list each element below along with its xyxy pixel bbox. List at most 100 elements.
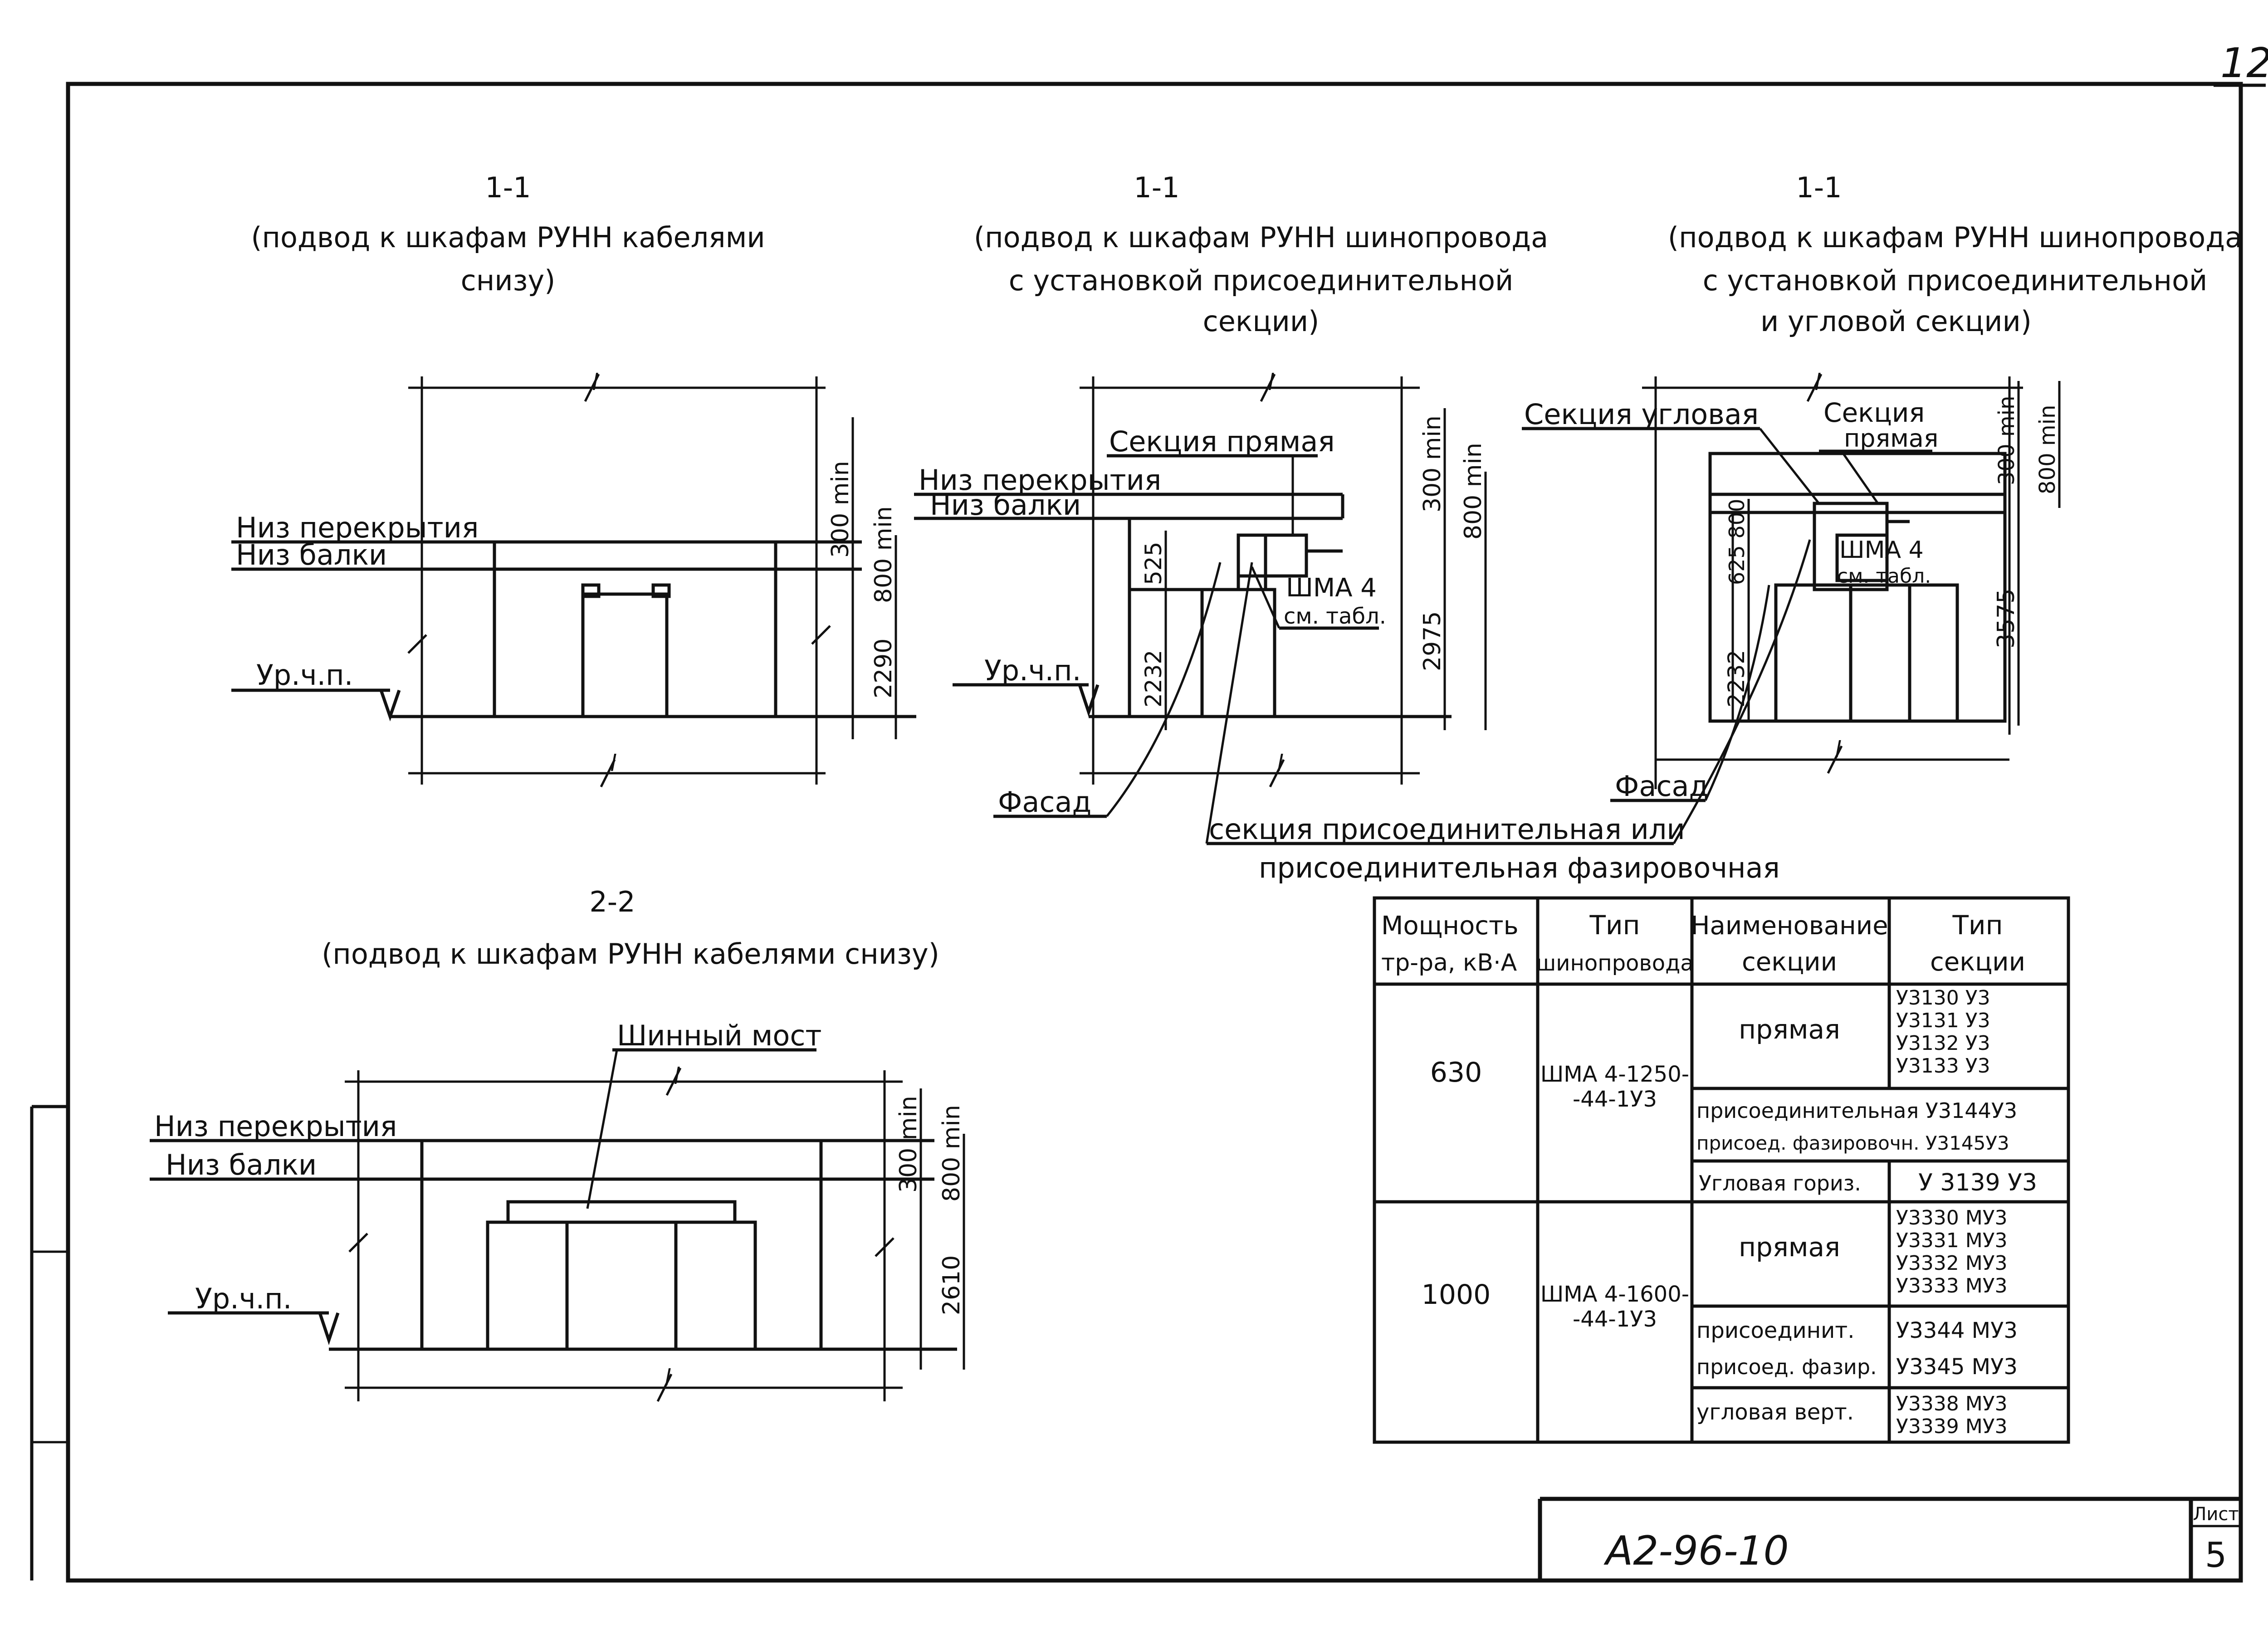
view-3-caption-3: и угловой секции) <box>1760 305 2032 338</box>
v2-facade-label: Фасад <box>998 785 1091 819</box>
v3-l-bottom: l <box>1835 737 1841 763</box>
v1-cabinet-inner <box>581 592 669 718</box>
v3-facade-leader <box>1704 585 1770 801</box>
table-g1-r4-name: Угловая гориз. <box>1699 1171 1861 1195</box>
sheet-label: Лист <box>2193 1504 2239 1525</box>
table-g1-power: 630 <box>1430 1057 1482 1088</box>
table-header-section-type-1: Тип <box>1952 910 2003 941</box>
table-g2-r1-name: прямая <box>1739 1232 1840 1263</box>
table-g2-r2-name: присоединит. <box>1696 1318 1855 1343</box>
v4-l-top: l <box>674 1063 680 1089</box>
v4-break-right <box>875 1237 894 1257</box>
table-g2-r4-type-1: У3338 МУ3 <box>1896 1392 2008 1415</box>
table-g2-r3-name: присоед. фазир. <box>1696 1355 1877 1379</box>
v4-bus-bridge-label: Шинный мост <box>617 1019 822 1052</box>
v4-dim-300: 300 min <box>895 1096 922 1193</box>
connection-note-line-1: секция присоединительная или <box>1209 813 1685 846</box>
v4-break-top <box>665 1067 682 1096</box>
v2-dim-300: 300 min <box>1419 415 1446 512</box>
connection-note-leader-2 <box>1672 539 1811 844</box>
v1-cabinet-lug-right <box>651 583 671 598</box>
connection-note-line-2: присоединительная фазировочная <box>1259 851 1780 884</box>
v4-floor-arrow <box>318 1312 340 1346</box>
v2-floor-arrow <box>1078 684 1100 717</box>
v3-corner-label: Секция угловая <box>1524 398 1759 431</box>
v2-floor-label: Ур.ч.п. <box>984 654 1081 687</box>
view-1-title: 1-1 <box>485 171 531 204</box>
section-type-table: Мощность тр-ра, кВ·А Тип шинопровода Наи… <box>1373 896 2070 1444</box>
v1-break-right <box>811 625 831 645</box>
table-g1-r2-name: присоединительная У3144У3 <box>1696 1098 2017 1123</box>
table-g2-r1-type-3: У3332 МУ3 <box>1896 1252 2008 1275</box>
table-g1-r1-type-2: У3131 У3 <box>1896 1009 1990 1032</box>
connection-note-leader-1 <box>1205 562 1253 844</box>
v3-straight-section <box>1835 533 1889 582</box>
v2-ceiling-label: Низ перекрытия <box>919 463 1161 497</box>
v2-break-top <box>1260 373 1276 402</box>
table-header-section-name-2: секции <box>1742 947 1837 977</box>
table-g2-r1-type-2: У3331 МУ3 <box>1896 1229 2008 1252</box>
view-1-1-cable: 1-1 (подвод к шкафам РУНН кабелями снизу… <box>231 171 916 788</box>
table-g1-r4-type: У 3139 У3 <box>1918 1169 2037 1196</box>
v2-dim-2975: 2975 <box>1419 611 1446 671</box>
v4-l-bottom: l <box>665 1365 671 1391</box>
v1-l-top: l <box>592 369 598 395</box>
doc-code: А2-96-10 <box>1603 1527 1789 1574</box>
v1-floor-label: Ур.ч.п. <box>256 658 353 692</box>
v1-dim-total: 2290 <box>870 639 897 698</box>
v3-corner-leader <box>1759 428 1820 504</box>
table-g2-r4-type-2: У3339 МУ3 <box>1896 1415 2008 1438</box>
table-header-power-2: тр-ра, кВ·А <box>1381 949 1517 976</box>
v1-beam-label: Низ балки <box>236 538 387 571</box>
v2-break-bottom <box>1269 759 1285 788</box>
view-1-caption-2: снизу) <box>461 264 556 297</box>
view-1-1-busway-corner: 1-1 (подвод к шкафам РУНН шинопровода с … <box>1522 171 2242 803</box>
view-2-title: 1-1 <box>1134 171 1179 204</box>
v1-break-left <box>407 634 427 654</box>
table-g1-r1-name: прямая <box>1739 1014 1840 1045</box>
table-g2-busway-2: -44-1У3 <box>1573 1307 1657 1332</box>
v3-straight-label-1: Секция <box>1823 397 1925 428</box>
table-g1-r1-type-3: У3132 У3 <box>1896 1032 1990 1055</box>
v1-break-top <box>584 373 600 402</box>
view-2-caption-2: с установкой присоединительной <box>1009 264 1514 297</box>
view-3-title: 1-1 <box>1796 171 1842 204</box>
v4-break-bottom <box>656 1373 673 1402</box>
title-block: А2-96-10 Лист 5 <box>209 1497 2241 1582</box>
view-4-caption: (подвод к шкафам РУНН кабелями снизу) <box>322 937 939 971</box>
v1-cabinet-lug-left <box>581 583 601 598</box>
v1-dim-800: 800 min <box>870 506 897 603</box>
v3-facade-label: Фасад <box>1615 770 1708 803</box>
v4-bus-bridge-leader <box>586 1049 618 1209</box>
v2-dim-2232: 2232 <box>1140 650 1167 707</box>
v3-cabinet <box>1774 583 1959 723</box>
v4-dim-800: 800 min <box>938 1105 965 1202</box>
table-g1-r3-name: присоед. фазировочн. У3145У3 <box>1696 1132 2009 1154</box>
v3-dim-800: 800 min <box>2035 405 2060 494</box>
table-g2-r2-type: У3344 МУ3 <box>1896 1318 2018 1343</box>
v1-l-bottom: l <box>610 750 616 776</box>
view-3-caption-1: (подвод к шкафам РУНН шинопровода <box>1668 221 2242 254</box>
table-header-busway-1: Тип <box>1589 910 1640 941</box>
v4-cabinet <box>486 1220 757 1351</box>
table-g2-busway-1: ШМА 4-1600- <box>1540 1282 1689 1307</box>
table-header-section-name-1: Наименование <box>1691 911 1888 941</box>
v2-dim-800: 800 min <box>1460 443 1487 540</box>
v1-break-bottom <box>600 759 616 788</box>
v2-l-bottom: l <box>1277 750 1283 776</box>
v2-busway-section <box>1237 533 1308 578</box>
v3-dim-2232: 2232 <box>1723 650 1750 707</box>
v4-dim-total: 2610 <box>938 1255 965 1315</box>
v1-floor-arrow <box>379 689 401 722</box>
page-number: 124 <box>2220 39 2268 87</box>
v3-straight-label-2: прямая <box>1844 424 1938 453</box>
view-1-1-busway: 1-1 (подвод к шкафам РУНН шинопровода с … <box>914 171 1548 819</box>
table-g2-r1-type-4: У3333 МУ3 <box>1896 1274 2008 1297</box>
v4-ceiling-label: Низ перекрытия <box>154 1110 397 1143</box>
v2-beam-label: Низ балки <box>930 488 1081 522</box>
view-2-caption-1: (подвод к шкафам РУНН шинопровода <box>974 221 1548 254</box>
table-g2-r3-type: У3345 МУ3 <box>1896 1354 2018 1380</box>
v3-break-bottom <box>1827 745 1843 774</box>
v1-ceiling-label: Низ перекрытия <box>236 511 479 544</box>
